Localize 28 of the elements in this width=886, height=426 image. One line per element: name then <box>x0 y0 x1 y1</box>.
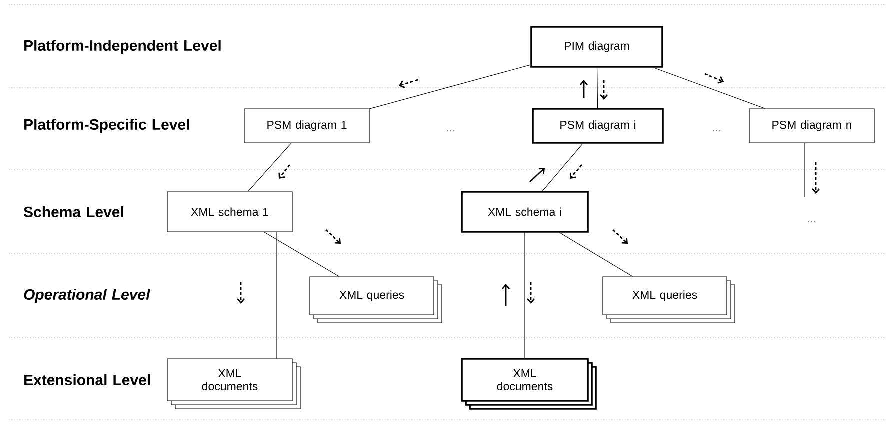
process-box: PSM diagram n <box>749 108 875 144</box>
connector-line <box>804 143 806 198</box>
process-box: PSM diagram 1 <box>244 108 370 144</box>
connector-line <box>654 68 766 109</box>
ellipsis: ... <box>808 221 816 223</box>
connector-line <box>596 68 598 108</box>
connector-line <box>560 232 634 277</box>
level-label: Platform-Specific Level <box>24 119 190 133</box>
process-box: XML schema i <box>461 191 589 233</box>
connector-line <box>542 144 584 192</box>
level-label: Platform-Independent Level <box>24 40 221 54</box>
level-label: Extensional Level <box>24 374 150 386</box>
level-label: Operational Level <box>24 289 150 303</box>
level-label: Schema Level <box>24 206 124 218</box>
stacked-box: XML documents <box>461 358 597 410</box>
ellipsis: ... <box>447 130 455 132</box>
connector-line <box>248 143 292 192</box>
connector-line <box>264 232 340 277</box>
ellipsis: ... <box>713 130 721 132</box>
stacked-box: XML documents <box>167 358 301 410</box>
process-box: PSM diagram i <box>532 108 664 144</box>
connector-line <box>524 232 526 358</box>
connector-line <box>370 64 531 110</box>
stacked-box: XML queries <box>310 276 442 324</box>
connector-line <box>276 232 278 359</box>
process-box: XML schema 1 <box>167 192 293 232</box>
process-box: PIM diagram <box>530 26 664 68</box>
stacked-box: XML queries <box>602 276 736 324</box>
